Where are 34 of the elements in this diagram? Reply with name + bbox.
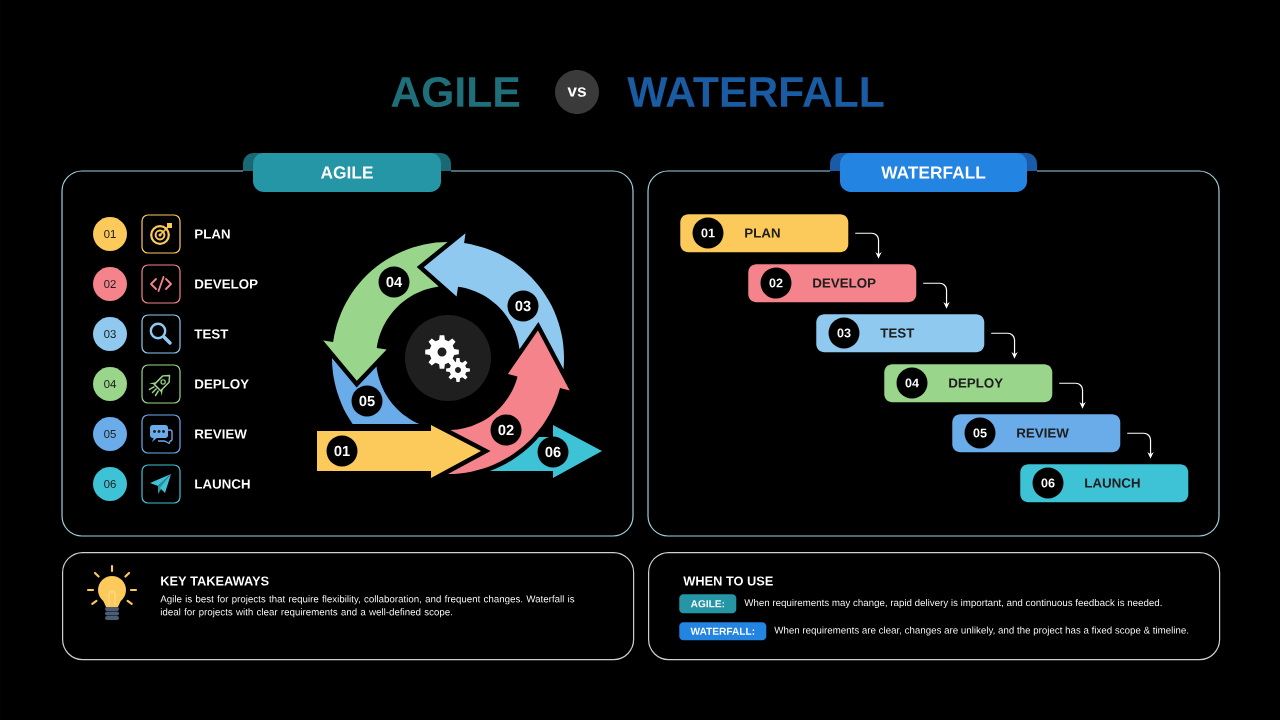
number-badge: 06	[93, 467, 127, 501]
heading: KEY TAKEAWAYS	[161, 576, 269, 586]
title: WATERFALL	[627, 77, 884, 107]
cycle-segment: 01	[317, 425, 481, 478]
number-badge: 01	[692, 217, 724, 249]
vs-badge: vs	[555, 70, 599, 114]
number-badge: 04	[93, 367, 127, 401]
step-label: PLAN	[195, 229, 230, 239]
title: AGILE	[391, 76, 520, 108]
tag: WATERFALL:	[679, 622, 767, 641]
heading: WHEN TO USE	[683, 576, 773, 586]
number-badge: 03	[93, 317, 127, 351]
number-badge: 02	[760, 267, 792, 299]
number-badge: 03	[828, 317, 860, 349]
step-label: DEPLOY	[195, 379, 249, 389]
paragraph: Agile is best for projects that require flexibility, collaboration, and frequent changes. Waterfall is ideal for projects with clear requirements and a well-defined scope.	[160, 595, 575, 618]
tag: AGILE:	[679, 594, 737, 614]
heading-tab: AGILE	[243, 153, 451, 192]
step-label: LAUNCH	[195, 479, 250, 489]
number-badge: 02	[93, 267, 127, 301]
number-badge: 06	[1032, 467, 1064, 499]
heading-tab: WATERFALL	[830, 153, 1037, 192]
description: When requirements are clear, changes are unlikely, and the project has a fixed scope & timeline.	[774, 626, 1189, 636]
step-label: TEST	[194, 329, 229, 339]
step-label: DEVELOP	[195, 279, 258, 289]
cycle-segment: 04	[323, 242, 448, 381]
description: When requirements may change, rapid delivery is important, and continuous feedback is needed.	[744, 598, 1162, 608]
number-badge: 05	[964, 417, 996, 449]
step-label: REVIEW	[195, 429, 247, 439]
cycle-segment: 05	[332, 358, 420, 424]
number-badge: 04	[896, 367, 928, 399]
number-badge: 01	[93, 217, 127, 251]
cycle-segment: 03	[423, 233, 564, 370]
number-badge: 05	[93, 417, 127, 451]
